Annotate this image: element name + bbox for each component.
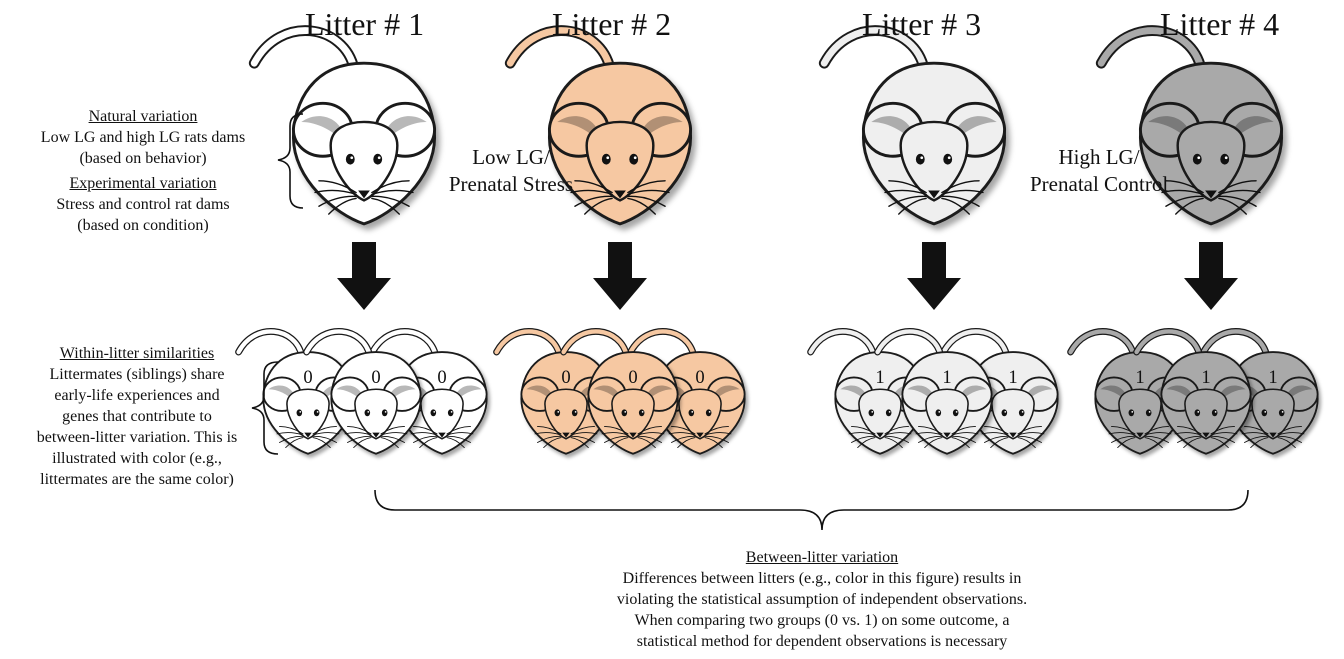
within-litter-line: illustrated with color (e.g., (2, 448, 272, 469)
pup-group-label: 1 (1135, 367, 1144, 388)
pup-group-label: 0 (561, 367, 570, 388)
between-litter-line: Differences between litters (e.g., color… (562, 568, 1082, 589)
within-litter-line: between-litter variation. This is (2, 427, 272, 448)
low-lg-line-2: Prenatal Stress (445, 171, 577, 198)
between-litter-line: statistical method for dependent observa… (562, 631, 1082, 652)
between-litter-brace (375, 490, 1248, 530)
pup-group-label: 0 (695, 367, 704, 388)
between-litter-notes: Between-litter variation Differences bet… (562, 547, 1082, 652)
down-arrow-icon (337, 242, 391, 310)
natural-variation-heading: Natural variation (14, 106, 272, 127)
high-lg-condition-label: High LG/ Prenatal Control (1030, 144, 1168, 198)
litter-1-title: Litter # 1 (305, 6, 424, 43)
between-litter-line: violating the statistical assumption of … (562, 589, 1082, 610)
litter-4-title: Litter # 4 (1160, 6, 1279, 43)
pup-group-label: 1 (1201, 367, 1210, 388)
down-arrow-icon (907, 242, 961, 310)
experimental-variation-line: Stress and control rat dams (14, 194, 272, 215)
within-litter-notes: Within-litter similarities Littermates (… (2, 343, 272, 490)
pup-group-label: 0 (628, 367, 637, 388)
pup-group-label: 0 (371, 367, 380, 388)
within-litter-heading: Within-litter similarities (2, 343, 272, 364)
down-arrow-icon (1184, 242, 1238, 310)
natural-variation-line: (based on behavior) (14, 148, 272, 169)
low-lg-line-1: Low LG/ (445, 144, 577, 171)
dam-mouse (824, 31, 1004, 224)
pup-group-label: 0 (437, 367, 446, 388)
between-litter-line: When comparing two groups (0 vs. 1) on s… (562, 610, 1082, 631)
high-lg-line-2: Prenatal Control (1030, 171, 1168, 198)
between-litter-heading: Between-litter variation (562, 547, 1082, 568)
down-arrow-icon (593, 242, 647, 310)
low-lg-condition-label: Low LG/ Prenatal Stress (445, 144, 577, 198)
within-litter-line: early-life experiences and (2, 385, 272, 406)
dam-mouse (254, 31, 434, 224)
high-lg-line-1: High LG/ (1030, 144, 1168, 171)
within-litter-line: Littermates (siblings) share (2, 364, 272, 385)
experimental-variation-heading: Experimental variation (14, 173, 272, 194)
litter-2-title: Litter # 2 (552, 6, 671, 43)
pup-group-label: 1 (1008, 367, 1017, 388)
pup-group-label: 0 (303, 367, 312, 388)
within-litter-line: genes that contribute to (2, 406, 272, 427)
pup-group-label: 1 (875, 367, 884, 388)
within-litter-line: littermates are the same color) (2, 469, 272, 490)
pup-group-label: 1 (942, 367, 951, 388)
litter-3-title: Litter # 3 (862, 6, 981, 43)
experimental-variation-line: (based on condition) (14, 215, 272, 236)
variation-notes: Natural variation Low LG and high LG rat… (14, 106, 272, 236)
pup-group-label: 1 (1268, 367, 1277, 388)
natural-variation-line: Low LG and high LG rats dams (14, 127, 272, 148)
